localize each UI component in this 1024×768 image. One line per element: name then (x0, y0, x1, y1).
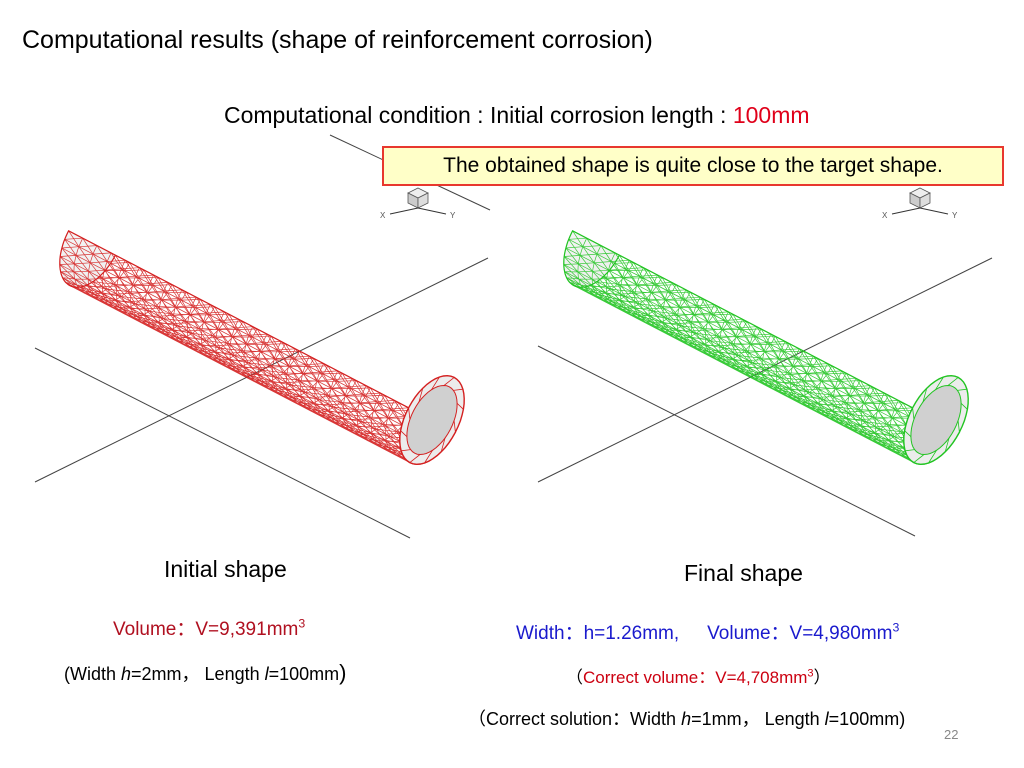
condition-value: 100mm (732, 102, 810, 128)
axis-y-label: Y (952, 211, 958, 220)
cylinder-end-mesh (400, 376, 464, 464)
initial-shape-mesh (59, 229, 465, 466)
correct-volume-exponent: 3 (807, 667, 814, 680)
final-width-volume: Width：h=1.26mm, Volume：V=4,980mm3 (516, 618, 899, 645)
correct-volume-text: Correct volume：V=4,708mm (583, 668, 808, 687)
dims-l: l (264, 664, 269, 684)
dims-mid: =2mm， Length (131, 664, 265, 684)
cylinder-end-mesh (904, 376, 968, 464)
cylinder-bore (910, 384, 962, 456)
initial-volume-text: Volume：V=9,391mm (113, 619, 299, 640)
slide-title: Computational results (shape of reinforc… (22, 26, 653, 54)
final-width: Width：h=1.26mm, (516, 623, 680, 644)
mesh-lines (563, 230, 960, 465)
mesh-path (563, 230, 960, 465)
solution-h: h (681, 709, 692, 729)
dims-close: ) (339, 660, 347, 685)
cylinder-bore (406, 384, 458, 456)
result-callout: The obtained shape is quite close to the… (382, 146, 1004, 186)
initial-volume-exponent: 3 (298, 616, 306, 631)
solution-end: =100mm) (828, 709, 906, 729)
dims-end: =100mm (268, 664, 340, 684)
mesh-lines (59, 230, 456, 465)
final-volume-exponent: 3 (892, 620, 900, 635)
initial-volume: Volume：V=9,391mm3 (113, 614, 305, 641)
initial-shape-caption: Initial shape (164, 556, 287, 582)
final-shape-caption: Final shape (684, 560, 803, 586)
solution-l: l (824, 709, 829, 729)
correct-close: ） (813, 668, 831, 687)
correct-solution: （Correct solution：Width h=1mm， Length l=… (468, 705, 905, 731)
final-shape-mesh (563, 229, 969, 466)
solution-mid: =1mm， Length (691, 709, 825, 729)
dims-open: (Width (64, 664, 122, 684)
axes-triad-right: X Y (882, 187, 958, 220)
axes-triad-left: X Y (380, 187, 456, 220)
final-volume: Volume：V=4,980mm (707, 623, 893, 644)
condition-text: Computational condition : Initial corros… (224, 102, 733, 128)
computational-condition: Computational condition : Initial corros… (224, 102, 810, 129)
page-number: 22 (944, 727, 959, 742)
correct-open: （ (566, 668, 583, 687)
solution-open: （Correct solution：Width (468, 709, 682, 729)
axis-x-label: X (882, 211, 888, 220)
axis-x-label: X (380, 211, 386, 220)
initial-dimensions: (Width h=2mm， Length l=100mm) (64, 660, 346, 686)
axis-y-label: Y (450, 211, 456, 220)
callout-text: The obtained shape is quite close to the… (443, 154, 943, 177)
mesh-path (59, 230, 456, 465)
dims-h: h (121, 664, 132, 684)
correct-volume: （Correct volume：V=4,708mm3） (566, 663, 831, 688)
